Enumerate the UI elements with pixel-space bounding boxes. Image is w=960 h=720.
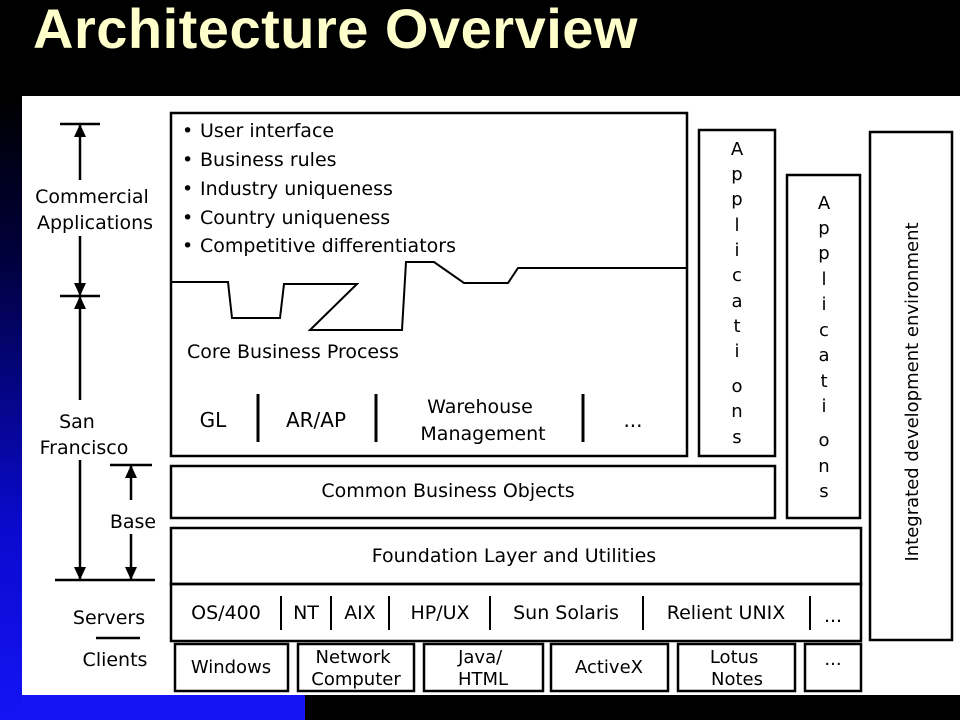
bullet-business-rules: Business rules xyxy=(200,149,337,171)
foundation-layer-label: Foundation Layer and Utilities xyxy=(372,545,656,567)
svg-text:p: p xyxy=(731,189,742,210)
svg-text:i: i xyxy=(821,294,826,315)
applications-vertical-label-2: A p p l i c a t i o n s xyxy=(818,193,831,502)
clients-label: Clients xyxy=(83,649,148,671)
bullet-marker: • xyxy=(182,235,193,257)
server-relient-unix: Relient UNIX xyxy=(667,602,786,624)
bullet-marker: • xyxy=(182,120,193,142)
svg-text:a: a xyxy=(731,291,742,312)
base-label: Base xyxy=(110,511,156,533)
svg-text:s: s xyxy=(732,427,741,448)
common-business-objects-label: Common Business Objects xyxy=(321,480,574,502)
bullet-industry-uniqueness: Industry uniqueness xyxy=(200,178,393,200)
bullet-country-uniqueness: Country uniqueness xyxy=(200,207,390,229)
svg-text:l: l xyxy=(734,215,739,236)
server-more-ellipsis: ... xyxy=(824,605,842,627)
bullet-marker: • xyxy=(182,178,193,200)
ide-label: Integrated development environment xyxy=(902,222,923,561)
client-java-html: Java/ HTML xyxy=(457,647,508,690)
svg-text:o: o xyxy=(731,376,742,397)
applications-vertical-label-1: A p p l i c a t i o n s xyxy=(731,139,744,448)
module-arap: AR/AP xyxy=(286,408,346,432)
client-windows: Windows xyxy=(191,657,271,678)
svg-text:s: s xyxy=(819,481,828,502)
svg-text:t: t xyxy=(820,371,827,392)
servers-label: Servers xyxy=(73,607,145,629)
svg-text:p: p xyxy=(731,164,742,185)
svg-text:a: a xyxy=(818,345,829,366)
client-network-computer: Network Computer xyxy=(311,647,401,690)
svg-text:c: c xyxy=(819,320,829,341)
bullet-marker: • xyxy=(182,149,193,171)
svg-text:n: n xyxy=(731,401,742,422)
svg-text:c: c xyxy=(732,265,742,286)
svg-text:t: t xyxy=(733,316,740,337)
svg-text:p: p xyxy=(818,243,829,264)
server-sun-solaris: Sun Solaris xyxy=(513,602,619,624)
san-francisco-label: San Francisco xyxy=(40,411,129,459)
client-activex: ActiveX xyxy=(575,657,643,678)
architecture-diagram: Commercial Applications San Francisco Ba… xyxy=(22,96,960,695)
svg-text:n: n xyxy=(818,456,829,477)
core-business-process-label: Core Business Process xyxy=(187,341,399,363)
svg-text:p: p xyxy=(818,218,829,239)
bullet-marker: • xyxy=(182,207,193,229)
server-nt: NT xyxy=(293,602,319,624)
module-warehouse-management: Warehouse Management xyxy=(420,396,545,445)
svg-text:l: l xyxy=(821,269,826,290)
svg-text:o: o xyxy=(818,430,829,451)
client-lotus-notes: Lotus Notes xyxy=(710,647,764,690)
bullet-competitive-differentiators: Competitive differentiators xyxy=(200,235,456,257)
client-more-ellipsis: ... xyxy=(824,649,841,670)
svg-text:i: i xyxy=(734,341,739,362)
svg-text:i: i xyxy=(821,396,826,417)
server-aix: AIX xyxy=(344,602,376,624)
slide-title: Architecture Overview xyxy=(33,0,638,60)
server-hpux: HP/UX xyxy=(410,602,469,624)
svg-text:A: A xyxy=(731,139,744,160)
commercial-applications-label: Commercial Applications xyxy=(35,186,155,234)
bullet-user-interface: User interface xyxy=(200,120,334,142)
module-more-ellipsis: ... xyxy=(623,408,642,432)
svg-text:i: i xyxy=(734,240,739,261)
svg-text:A: A xyxy=(818,193,831,214)
module-gl: GL xyxy=(200,408,227,432)
server-os400: OS/400 xyxy=(191,602,261,624)
